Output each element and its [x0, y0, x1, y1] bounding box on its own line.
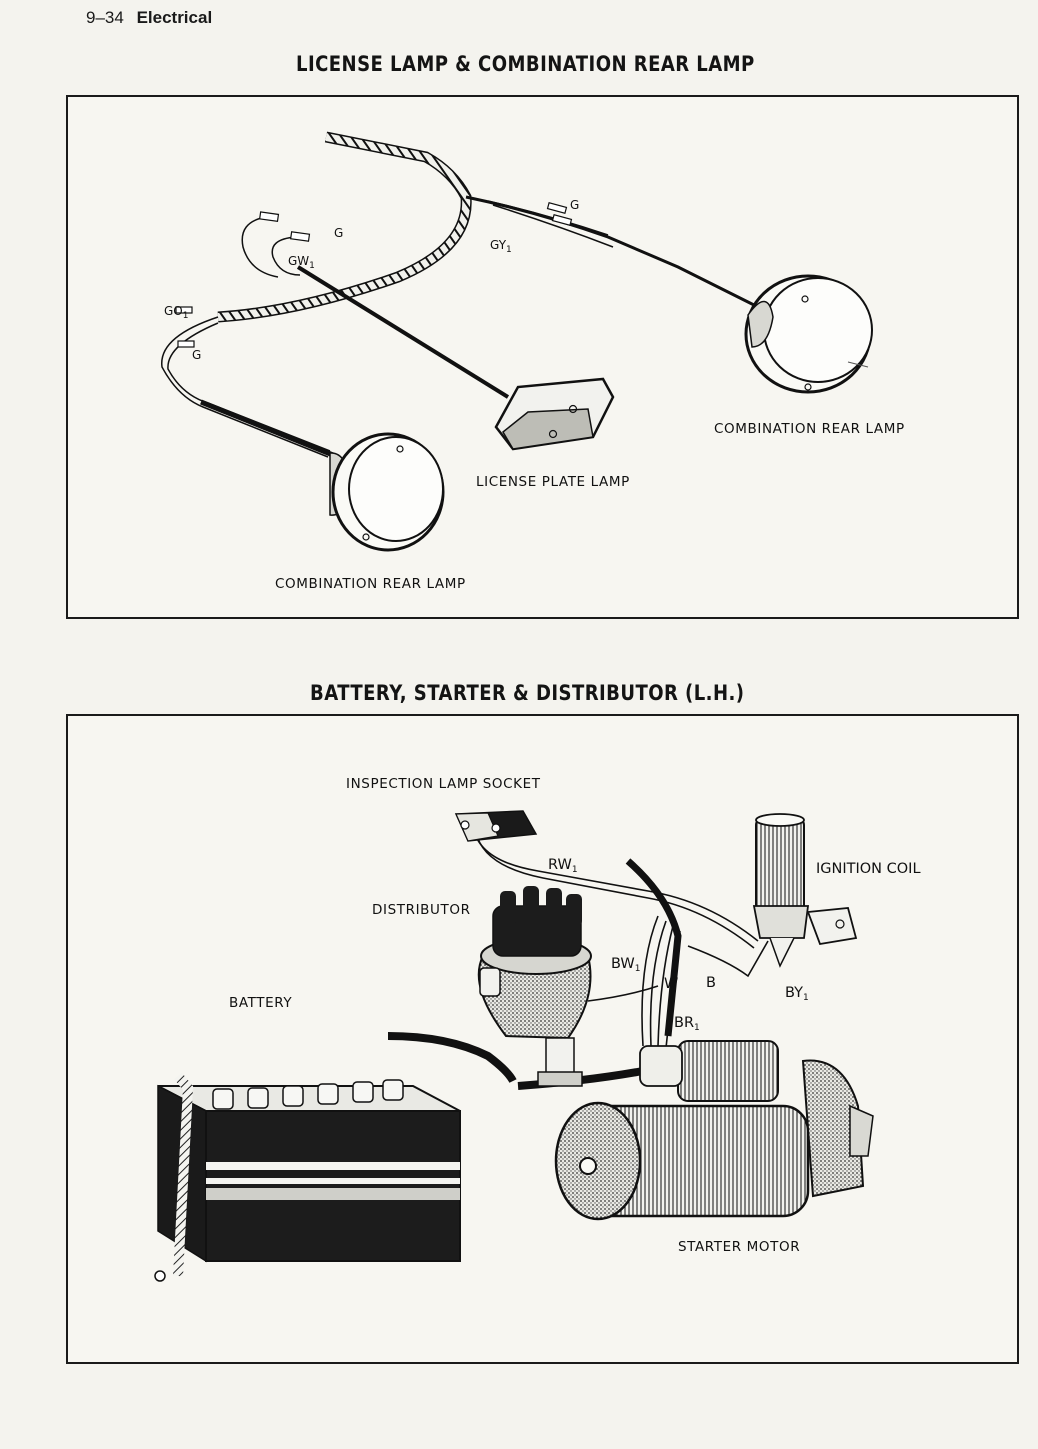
label-distributor: DISTRIBUTOR [372, 902, 471, 918]
figure1-diagram: G GY1 G GW1 GO1 G COMBINATION REAR LAMP … [161, 131, 905, 592]
label-g-mid: G [334, 226, 343, 240]
section-name: Electrical [136, 8, 213, 27]
label-license-plate-lamp: LICENSE PLATE LAMP [476, 474, 630, 490]
label-go1: GO1 [164, 304, 188, 321]
wire-harness [161, 131, 759, 458]
label-combination-rear-lamp-left: COMBINATION REAR LAMP [275, 576, 466, 592]
battery [154, 1072, 461, 1282]
wiring [387, 825, 769, 1090]
label-g-top: G [570, 198, 579, 212]
distributor [477, 886, 592, 1087]
label-starter-motor: STARTER MOTOR [678, 1239, 800, 1255]
label-gy1: GY1 [490, 238, 512, 255]
label-by1: BY1 [785, 985, 809, 1003]
label-battery: BATTERY [229, 995, 292, 1011]
label-br1: BR1 [674, 1015, 700, 1033]
page-header: 9–34 Electrical [86, 8, 212, 28]
license-plate-lamp [494, 377, 615, 451]
label-gw1: GW1 [288, 254, 315, 271]
combination-rear-lamp-left [329, 432, 445, 552]
starter-motor [554, 1040, 874, 1221]
figure2-title: BATTERY, STARTER & DISTRIBUTOR (L.H.) [310, 681, 745, 705]
figure2-panel: INSPECTION LAMP SOCKET RW1 IGNITION COIL… [66, 714, 1019, 1364]
label-bw1: BW1 [611, 956, 641, 974]
label-combination-rear-lamp-right: COMBINATION REAR LAMP [714, 421, 905, 437]
inspection-lamp-socket [454, 810, 538, 842]
label-b: B [706, 975, 716, 991]
combination-rear-lamp-right [744, 274, 873, 394]
label-ignition-coil: IGNITION COIL [816, 861, 921, 877]
label-w: W [664, 976, 678, 992]
page-number: 9–34 [86, 8, 124, 27]
ignition-coil [752, 813, 858, 968]
label-rw1: RW1 [548, 857, 578, 875]
figure2-diagram: INSPECTION LAMP SOCKET RW1 IGNITION COIL… [154, 776, 921, 1282]
label-inspection-lamp-socket: INSPECTION LAMP SOCKET [346, 776, 541, 792]
figure1-title: LICENSE LAMP & COMBINATION REAR LAMP [296, 52, 755, 76]
figure1-panel: G GY1 G GW1 GO1 G COMBINATION REAR LAMP … [66, 95, 1019, 619]
label-g-left: G [192, 348, 201, 362]
